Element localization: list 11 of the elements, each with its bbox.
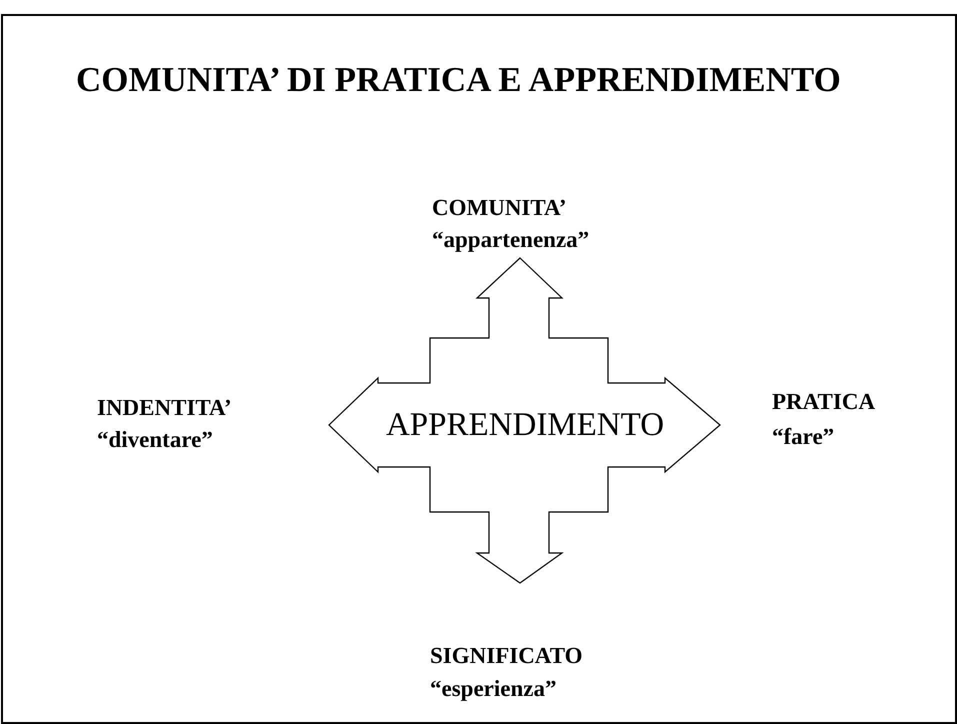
subtitle-text: “diventare” <box>97 426 213 454</box>
heading-text: PRATICA <box>772 388 876 416</box>
subtitle-text: “appartenenza” <box>432 226 590 254</box>
subtitle-text: “fare” <box>772 423 834 451</box>
heading-text: SIGNIFICATO <box>430 642 583 670</box>
arrow-label: APPRENDIMENTO <box>386 406 664 444</box>
slide-title: COMUNITA’ DI PRATICA E APPRENDIMENTO <box>76 59 841 101</box>
heading-text: INDENTITA’ <box>97 394 232 422</box>
four-way-arrow <box>329 258 721 584</box>
subtitle-text: “esperienza” <box>430 675 556 703</box>
heading-text: COMUNITA’ <box>432 194 567 222</box>
